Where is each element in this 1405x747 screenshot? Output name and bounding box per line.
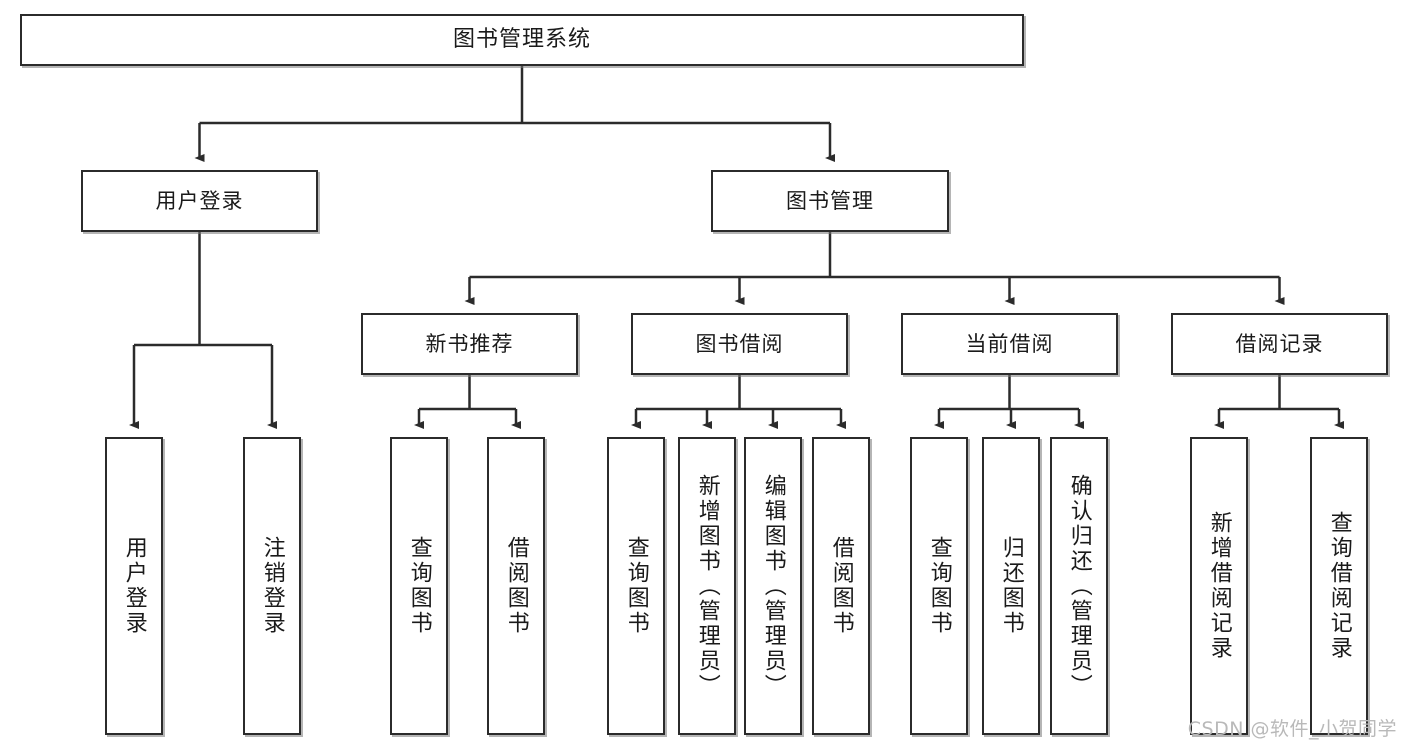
node-label: 借阅记录 — [1235, 331, 1324, 356]
node-leaf-query-record[interactable]: 查询借阅记录 — [1310, 437, 1368, 735]
node-leaf-add-book[interactable]: 新增图书（管理员） — [678, 437, 736, 735]
node-user-login[interactable]: 用户登录 — [81, 170, 318, 232]
node-label: 编辑图书（管理员） — [760, 473, 786, 699]
node-label: 新书推荐 — [425, 331, 514, 356]
watermark-text: CSDN @软件_小贺同学 — [1187, 718, 1397, 740]
node-leaf-edit-book[interactable]: 编辑图书（管理员） — [744, 437, 802, 735]
node-label: 图书借阅 — [695, 331, 784, 356]
node-leaf-query-book-1[interactable]: 查询图书 — [390, 437, 448, 735]
node-label: 图书管理系统 — [452, 27, 591, 53]
node-leaf-query-book-3[interactable]: 查询图书 — [910, 437, 968, 735]
node-label: 查询图书 — [926, 536, 952, 636]
node-book-borrow[interactable]: 图书借阅 — [631, 313, 848, 375]
node-label: 新增借阅记录 — [1206, 511, 1232, 661]
node-root[interactable]: 图书管理系统 — [20, 14, 1024, 66]
node-label: 查询图书 — [406, 536, 432, 636]
node-label: 确认归还（管理员） — [1066, 473, 1092, 699]
node-label: 图书管理 — [786, 188, 874, 213]
node-label: 注销登录 — [259, 536, 285, 636]
node-leaf-query-book-2[interactable]: 查询图书 — [607, 437, 665, 735]
node-label: 查询借阅记录 — [1326, 511, 1352, 661]
node-new-book-recommend[interactable]: 新书推荐 — [361, 313, 578, 375]
node-borrow-record[interactable]: 借阅记录 — [1171, 313, 1388, 375]
node-label: 用户登录 — [121, 536, 147, 636]
node-leaf-borrow-book-1[interactable]: 借阅图书 — [487, 437, 545, 735]
node-leaf-borrow-book-2[interactable]: 借阅图书 — [812, 437, 870, 735]
node-leaf-user-logout[interactable]: 注销登录 — [243, 437, 301, 735]
node-label: 归还图书 — [998, 536, 1024, 636]
node-label: 借阅图书 — [828, 536, 854, 636]
node-leaf-confirm-return[interactable]: 确认归还（管理员） — [1050, 437, 1108, 735]
node-leaf-return-book[interactable]: 归还图书 — [982, 437, 1040, 735]
node-label: 当前借阅 — [965, 331, 1054, 356]
node-current-borrow[interactable]: 当前借阅 — [901, 313, 1118, 375]
node-leaf-add-record[interactable]: 新增借阅记录 — [1190, 437, 1248, 735]
node-book-manage[interactable]: 图书管理 — [711, 170, 949, 232]
node-leaf-user-login[interactable]: 用户登录 — [105, 437, 163, 735]
node-label: 用户登录 — [155, 188, 244, 213]
node-label: 新增图书（管理员） — [694, 473, 720, 699]
node-label: 查询图书 — [623, 536, 649, 636]
node-label: 借阅图书 — [503, 536, 529, 636]
